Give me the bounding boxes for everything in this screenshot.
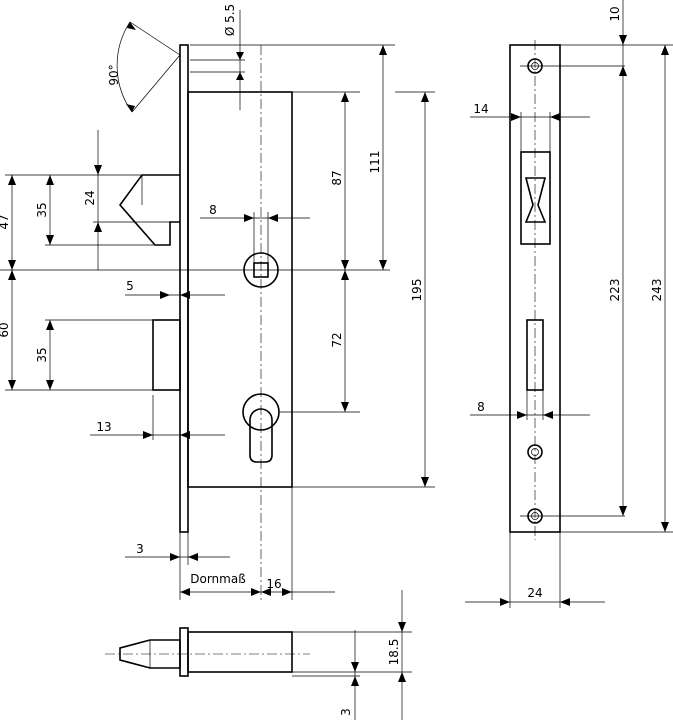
lock-case: [187, 91, 293, 488]
dim-follower-to-cylinder: 72: [330, 332, 344, 347]
dim-faceplate-top-to-follower: 111: [368, 151, 382, 174]
left-dimensions: 47 35 24 60 35 5 13: [0, 130, 230, 600]
latch-bolt: [118, 174, 180, 246]
backset-label: Dornmaß: [190, 572, 246, 586]
dim-hole-spacing: 223: [608, 279, 622, 302]
latch-slot: [520, 151, 551, 245]
faceplate-side: [179, 44, 189, 533]
dim-faceplate-thickness: 5: [126, 279, 134, 293]
front-view: [509, 40, 625, 540]
bottom-view: [105, 627, 412, 677]
dim-bolt-tip-offset: 3: [339, 708, 353, 716]
hole-diameter-dim: Ø 5.5: [223, 4, 244, 110]
dim-faceplate-width: 24: [527, 586, 542, 600]
bolt-body: [187, 631, 293, 673]
dim-faceplate-length: 243: [650, 279, 664, 302]
dim-bolt-slot-width: 8: [477, 400, 485, 414]
dim-top-to-follower: 87: [330, 170, 344, 185]
dim-latch-offset: 35: [35, 202, 49, 217]
dim-latch-height: 24: [83, 190, 97, 205]
dim-bolt-width: 18.5: [387, 639, 401, 666]
bolt-slot: [526, 319, 544, 391]
dim-latch-slot-width: 14: [473, 102, 488, 116]
dim-square-width: 8: [209, 203, 217, 217]
angle-label: 90°: [107, 64, 121, 85]
dead-bolt: [152, 319, 181, 391]
middle-dimensions: 8 87 72 111 195 Dornmaß 16: [180, 44, 435, 600]
dim-front-thickness: 3: [136, 542, 144, 556]
dim-center-to-bolt: 60: [0, 322, 11, 337]
dim-bolt-projection: 13: [96, 420, 111, 434]
cylinder-cutout: [249, 408, 273, 463]
dim-bolt-height: 35: [35, 347, 49, 362]
screw-hole-middle: [527, 444, 543, 460]
dim-latch-to-center: 47: [0, 214, 11, 229]
side-view: [0, 44, 390, 600]
hole-diameter-label: Ø 5.5: [223, 4, 237, 36]
dim-hole-offset-top: 10: [608, 6, 622, 21]
dim-case-depth-extra: 16: [266, 577, 281, 591]
front-dimensions: 10 14 8 223 243 24: [465, 0, 673, 608]
angle-indicator: 90°: [107, 21, 181, 113]
bolt-flange: [179, 627, 189, 677]
bottom-dimensions: 18.5 3: [339, 590, 406, 720]
dim-case-height: 195: [410, 279, 424, 302]
latch-bolt-front: [524, 177, 547, 223]
